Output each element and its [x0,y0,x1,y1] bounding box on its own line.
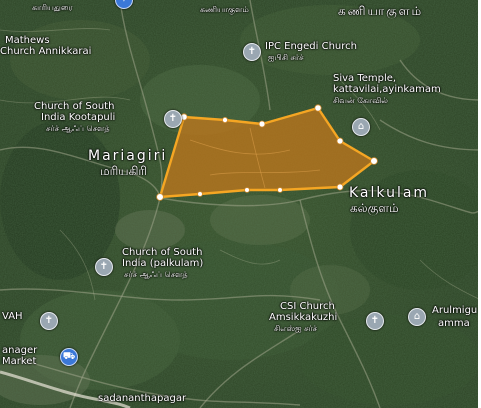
poi-label-csi-kootapuli-ta: சர்ச் ஆஃப் சௌத் [46,124,110,133]
poi-label-ipc-ta: ஐபிசி சர்ச் [268,53,304,62]
poi-label-siva-line2: kattavilai,ayinkamam [333,84,441,95]
poi-label-csi-kootapuli-line2: India Kootapuli [41,112,116,123]
poi-label-siva-line1: Siva Temple, [333,73,397,84]
place-label-mariagiri-ta: மரியகிரி [100,164,148,178]
place-label-kalkulam-ta: கல்குளம் [350,201,399,215]
church-icon[interactable]: ✝ [40,312,58,330]
temple-icon[interactable]: ⌂ [352,118,370,136]
poi-label-arulmigu-line2: amma [438,318,470,329]
image-border [478,0,481,408]
parcel-vertex [197,191,203,197]
parcel-vertices [156,104,378,201]
parcel-vertex [221,117,228,124]
cart-icon[interactable]: ⛟ [60,348,78,366]
place-label-top-mid: கணியாகுளம் [200,5,249,14]
poi-label-manager-line1: anager [2,345,38,356]
place-label-mariagiri: Mariagiri [88,148,168,164]
poi-label-csi-palkulam-line1: Church of South [122,247,203,258]
poi-label-csi-palkulam-ta: சர்ச் ஆஃப் சௌத் [124,270,188,279]
poi-label-ipc: IPC Engedi Church [265,41,357,52]
place-label-vah: VAH [2,311,23,322]
poi-label-arulmigu-line1: Arulmigu B [432,305,481,316]
parcel-vertex [277,187,283,193]
poi-label-csi-kootapuli-line1: Church of South [34,101,115,112]
poi-label-siva-ta: சிவன் கோவில் [333,96,388,105]
parcel-vertex [336,183,344,191]
place-label-top-left: காரியதுரை [32,3,73,12]
place-label-sadanantha: sadananthapagar [98,393,187,404]
church-icon[interactable]: ✝ [243,43,261,61]
parcel-vertex [370,157,378,165]
poi-label-csi-amsi-ta: சிஎஸ்ஐ சர்ச் [274,324,318,333]
place-label-top-right: கணியாகுளம் [338,4,424,18]
poi-label-mathews-line2: Church Annikkarai [0,46,92,57]
parcel-vertex [258,120,266,128]
parcel-vertex [314,104,322,112]
poi-label-manager-line2: Market [2,356,37,367]
parcel-vertex [156,193,164,201]
parcel-vertex [244,187,250,193]
poi-label-mathews-line1: Mathews [5,35,50,46]
poi-label-csi-palkulam-line2: India (palkulam) [122,258,204,269]
parcel-vertex [336,137,344,145]
church-icon[interactable]: ✝ [164,110,182,128]
church-icon[interactable]: ✝ [95,258,113,276]
poi-label-csi-amsi-line2: Amsikkakuzhi [269,312,338,323]
poi-label-csi-amsi-line1: CSI Church [280,301,335,312]
place-label-kalkulam: Kalkulam [349,185,430,201]
church-icon[interactable]: ✝ [366,312,384,330]
temple-icon[interactable]: ⌂ [408,308,426,326]
